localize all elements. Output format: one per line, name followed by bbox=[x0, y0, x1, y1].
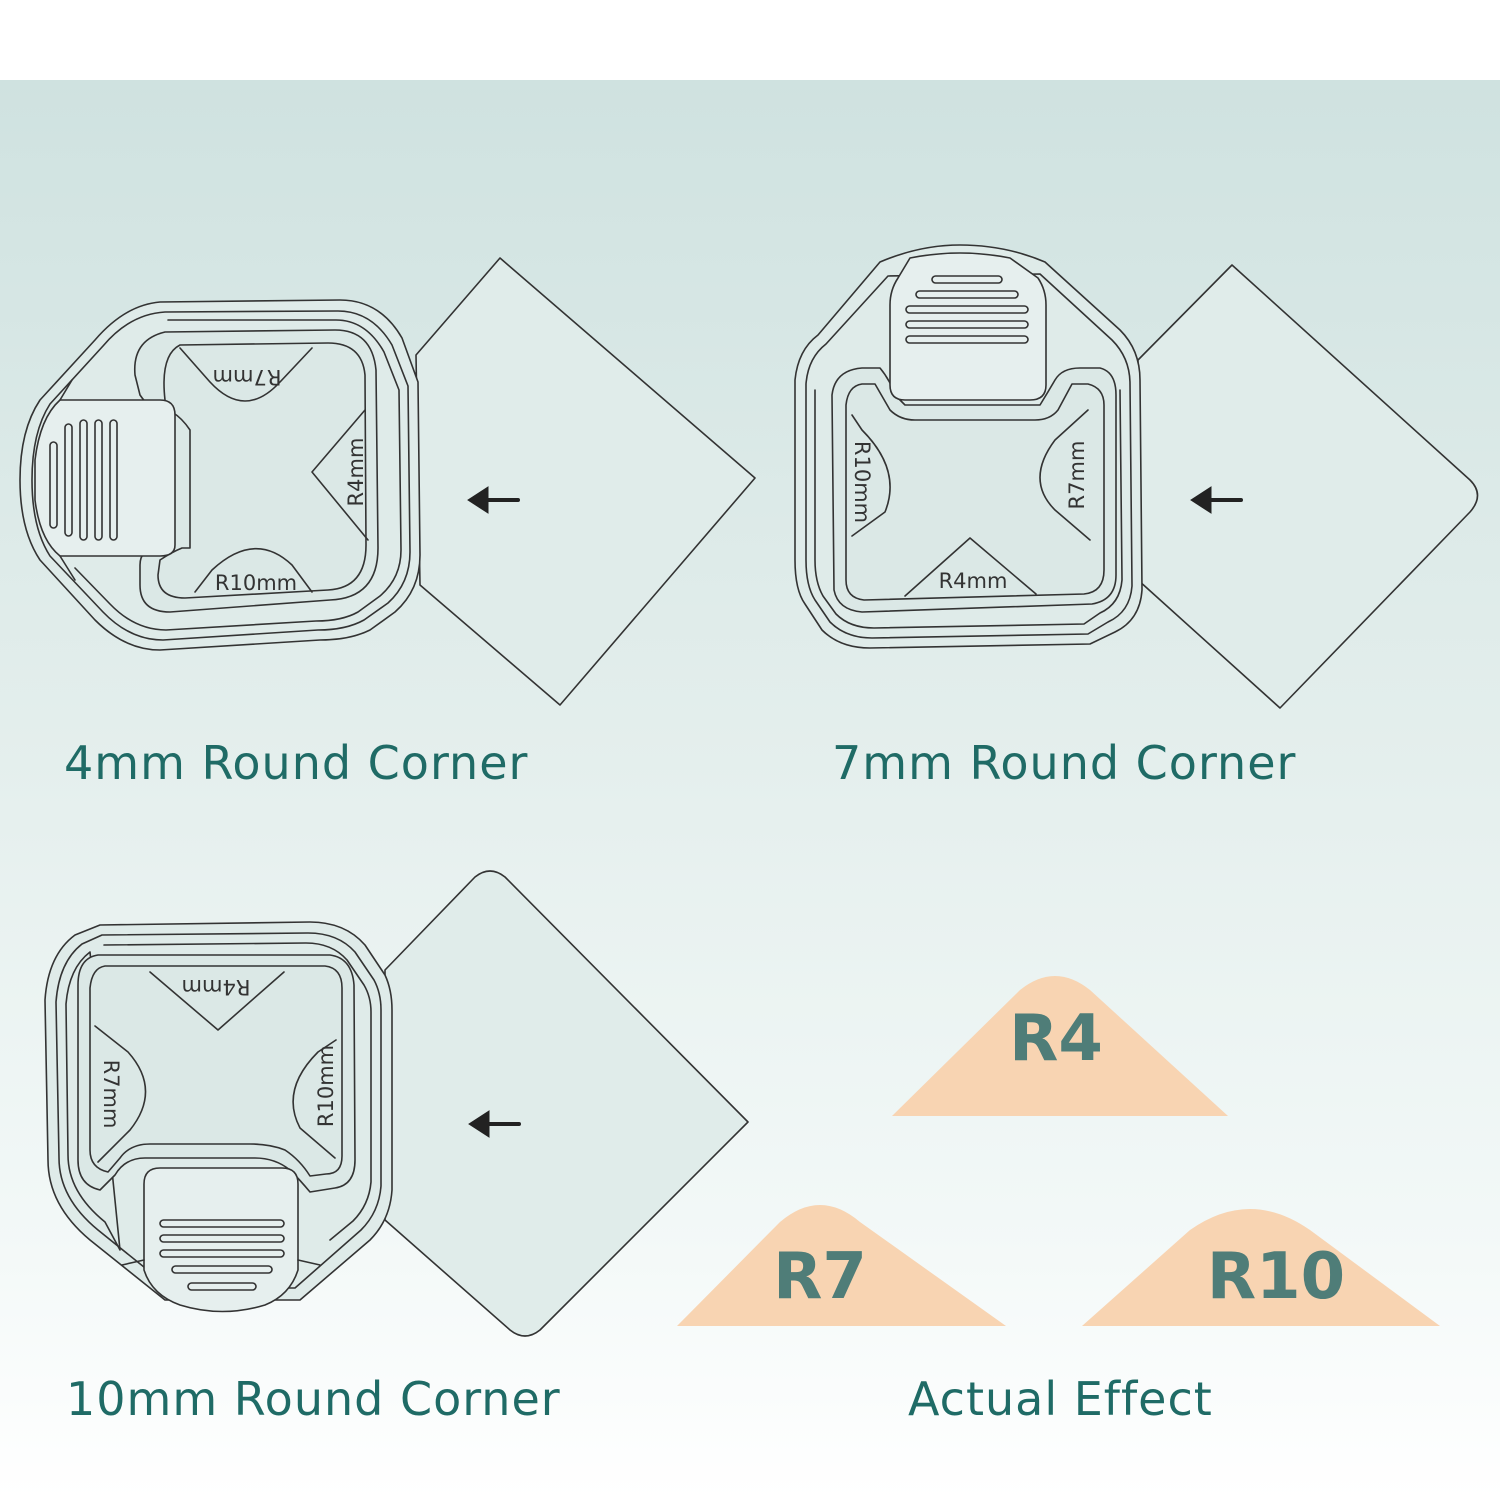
slot-right-r7 bbox=[1039, 409, 1091, 541]
arrow-left-icon bbox=[467, 486, 520, 514]
slot-top-r4 bbox=[149, 971, 285, 1031]
punch-body-ring-inner bbox=[65, 942, 372, 1251]
slot-label: R7mm bbox=[213, 365, 282, 389]
effect-shape-r7 bbox=[677, 1205, 1006, 1326]
effect-shape-r10 bbox=[1082, 1209, 1440, 1326]
grip-lines-7mm bbox=[905, 275, 1029, 344]
punch-4mm bbox=[19, 257, 756, 706]
grip-lines-4mm bbox=[49, 419, 118, 541]
slot-label: R7mm bbox=[99, 1060, 123, 1129]
slot-label: R7mm bbox=[1065, 441, 1089, 510]
handle-top-7mm bbox=[889, 252, 1047, 401]
punch-7mm bbox=[794, 244, 1479, 709]
paper-sheet-4mm bbox=[415, 257, 756, 706]
slot-label: R10mm bbox=[314, 1045, 338, 1127]
paper-sheet-10mm bbox=[384, 870, 749, 1337]
slot-label: R4mm bbox=[344, 438, 368, 507]
slot-label: R4mm bbox=[939, 569, 1008, 593]
caption-actual-effect: Actual Effect bbox=[908, 1372, 1213, 1426]
slot-bottom-r10 bbox=[194, 547, 313, 593]
arrow-left-icon bbox=[468, 1110, 521, 1138]
slot-top-r7 bbox=[179, 347, 313, 402]
slot-left-r10 bbox=[851, 414, 891, 537]
arrow-left-icon bbox=[1190, 486, 1243, 514]
slot-label: R4mm bbox=[182, 975, 251, 999]
punch-10mm bbox=[44, 870, 749, 1337]
caption-7mm: 7mm Round Corner bbox=[832, 736, 1297, 790]
effect-samples: R4 R7 R10 bbox=[677, 976, 1440, 1326]
handle-left-4mm bbox=[34, 399, 176, 557]
slot-right-r10 bbox=[292, 1039, 337, 1159]
punch-body-ring bbox=[55, 932, 382, 1289]
paper-sheet-7mm bbox=[1137, 264, 1479, 709]
punch-die-face bbox=[89, 965, 343, 1177]
punch-body-ring bbox=[805, 273, 1133, 639]
caption-4mm: 4mm Round Corner bbox=[64, 736, 529, 790]
effect-shape-r4 bbox=[892, 976, 1228, 1116]
punch-body-ring bbox=[31, 310, 411, 641]
slot-label: R10mm bbox=[850, 441, 874, 523]
slot-left-r7 bbox=[94, 1025, 147, 1163]
effect-label: R10 bbox=[1207, 1240, 1345, 1314]
punch-die-plate bbox=[134, 329, 379, 613]
punch-body-ring-inner bbox=[74, 319, 402, 631]
effect-label: R4 bbox=[1009, 1002, 1103, 1076]
punch-die-face bbox=[845, 383, 1105, 601]
slot-label: R10mm bbox=[215, 571, 297, 595]
punch-body-ring-inner bbox=[814, 389, 1123, 629]
slot-right-r4 bbox=[311, 409, 369, 541]
handle-bottom-10mm bbox=[143, 1167, 299, 1313]
grip-lines-10mm bbox=[159, 1219, 285, 1291]
punch-die-plate bbox=[77, 954, 356, 1193]
caption-10mm: 10mm Round Corner bbox=[66, 1372, 561, 1426]
handle-bottom-edge bbox=[121, 1259, 321, 1266]
slot-bottom-r4 bbox=[904, 537, 1037, 597]
handle-left-edge bbox=[59, 379, 76, 581]
punch-die-plate bbox=[831, 367, 1117, 613]
effect-label: R7 bbox=[773, 1240, 867, 1314]
